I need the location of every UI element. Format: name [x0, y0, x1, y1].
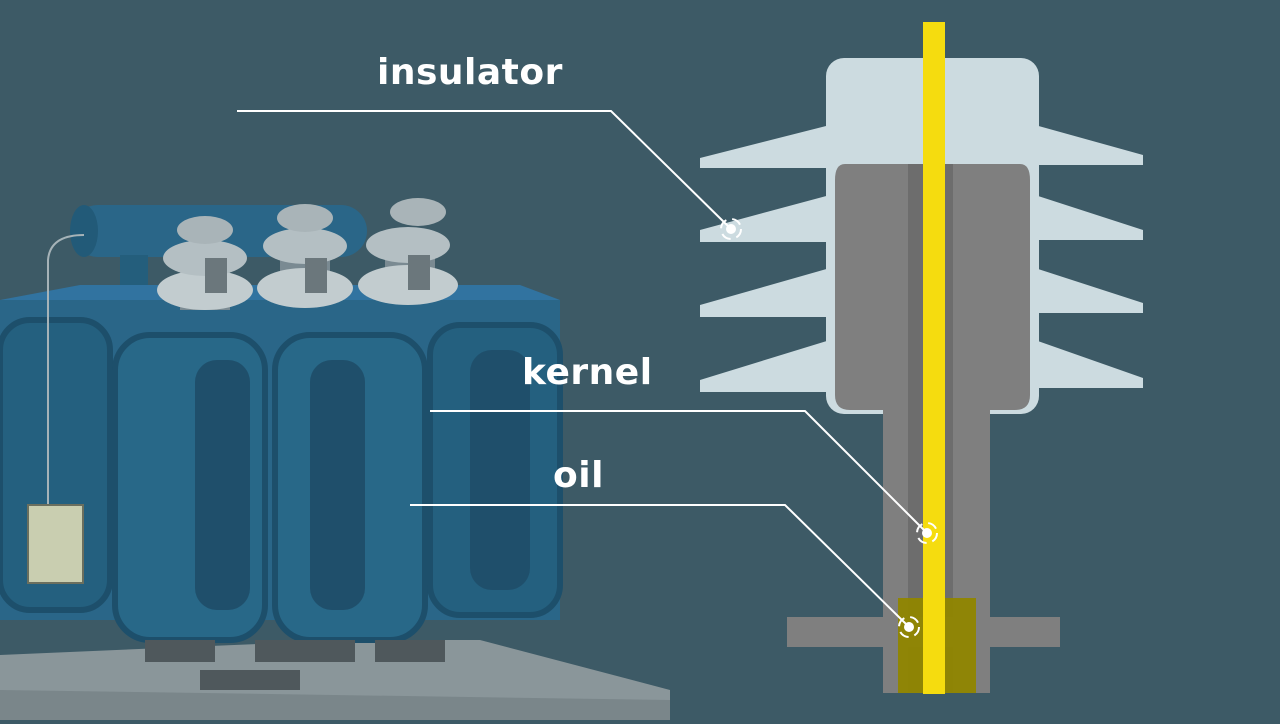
- bushing-2: [257, 204, 353, 308]
- tank-foot-3: [375, 640, 445, 662]
- insulator-shed-6: [1035, 195, 1143, 240]
- label-kernel: kernel: [522, 352, 653, 393]
- radiator-window-1: [195, 360, 250, 610]
- insulator-shed-1: [700, 125, 830, 168]
- insulator-shed-4: [700, 340, 830, 392]
- base-slab-shadow: [0, 690, 670, 720]
- tank-foot-2: [255, 640, 355, 662]
- radiator-window-2: [310, 360, 365, 610]
- bushing-3: [358, 198, 458, 305]
- insulator-shed-8: [1035, 340, 1143, 388]
- leader-kernel: [430, 410, 938, 544]
- conservator-end: [70, 205, 98, 257]
- bushing-cross-section: [700, 22, 1143, 694]
- radiator-window-3: [470, 350, 530, 590]
- tank-foot-4: [200, 670, 300, 690]
- label-insulator: insulator: [377, 52, 563, 93]
- control-cable: [47, 234, 85, 505]
- control-box: [27, 504, 84, 584]
- tank-foot-1: [145, 640, 215, 662]
- kernel-conductor: [923, 22, 945, 694]
- label-oil: oil: [553, 455, 604, 496]
- insulator-shed-3: [700, 268, 830, 317]
- leader-insulator: [237, 110, 742, 240]
- bushing-1: [157, 216, 253, 310]
- insulator-shed-7: [1035, 268, 1143, 313]
- transformer-illustration: [0, 198, 670, 720]
- insulator-shed-5: [1035, 125, 1143, 165]
- leader-oil: [410, 504, 920, 638]
